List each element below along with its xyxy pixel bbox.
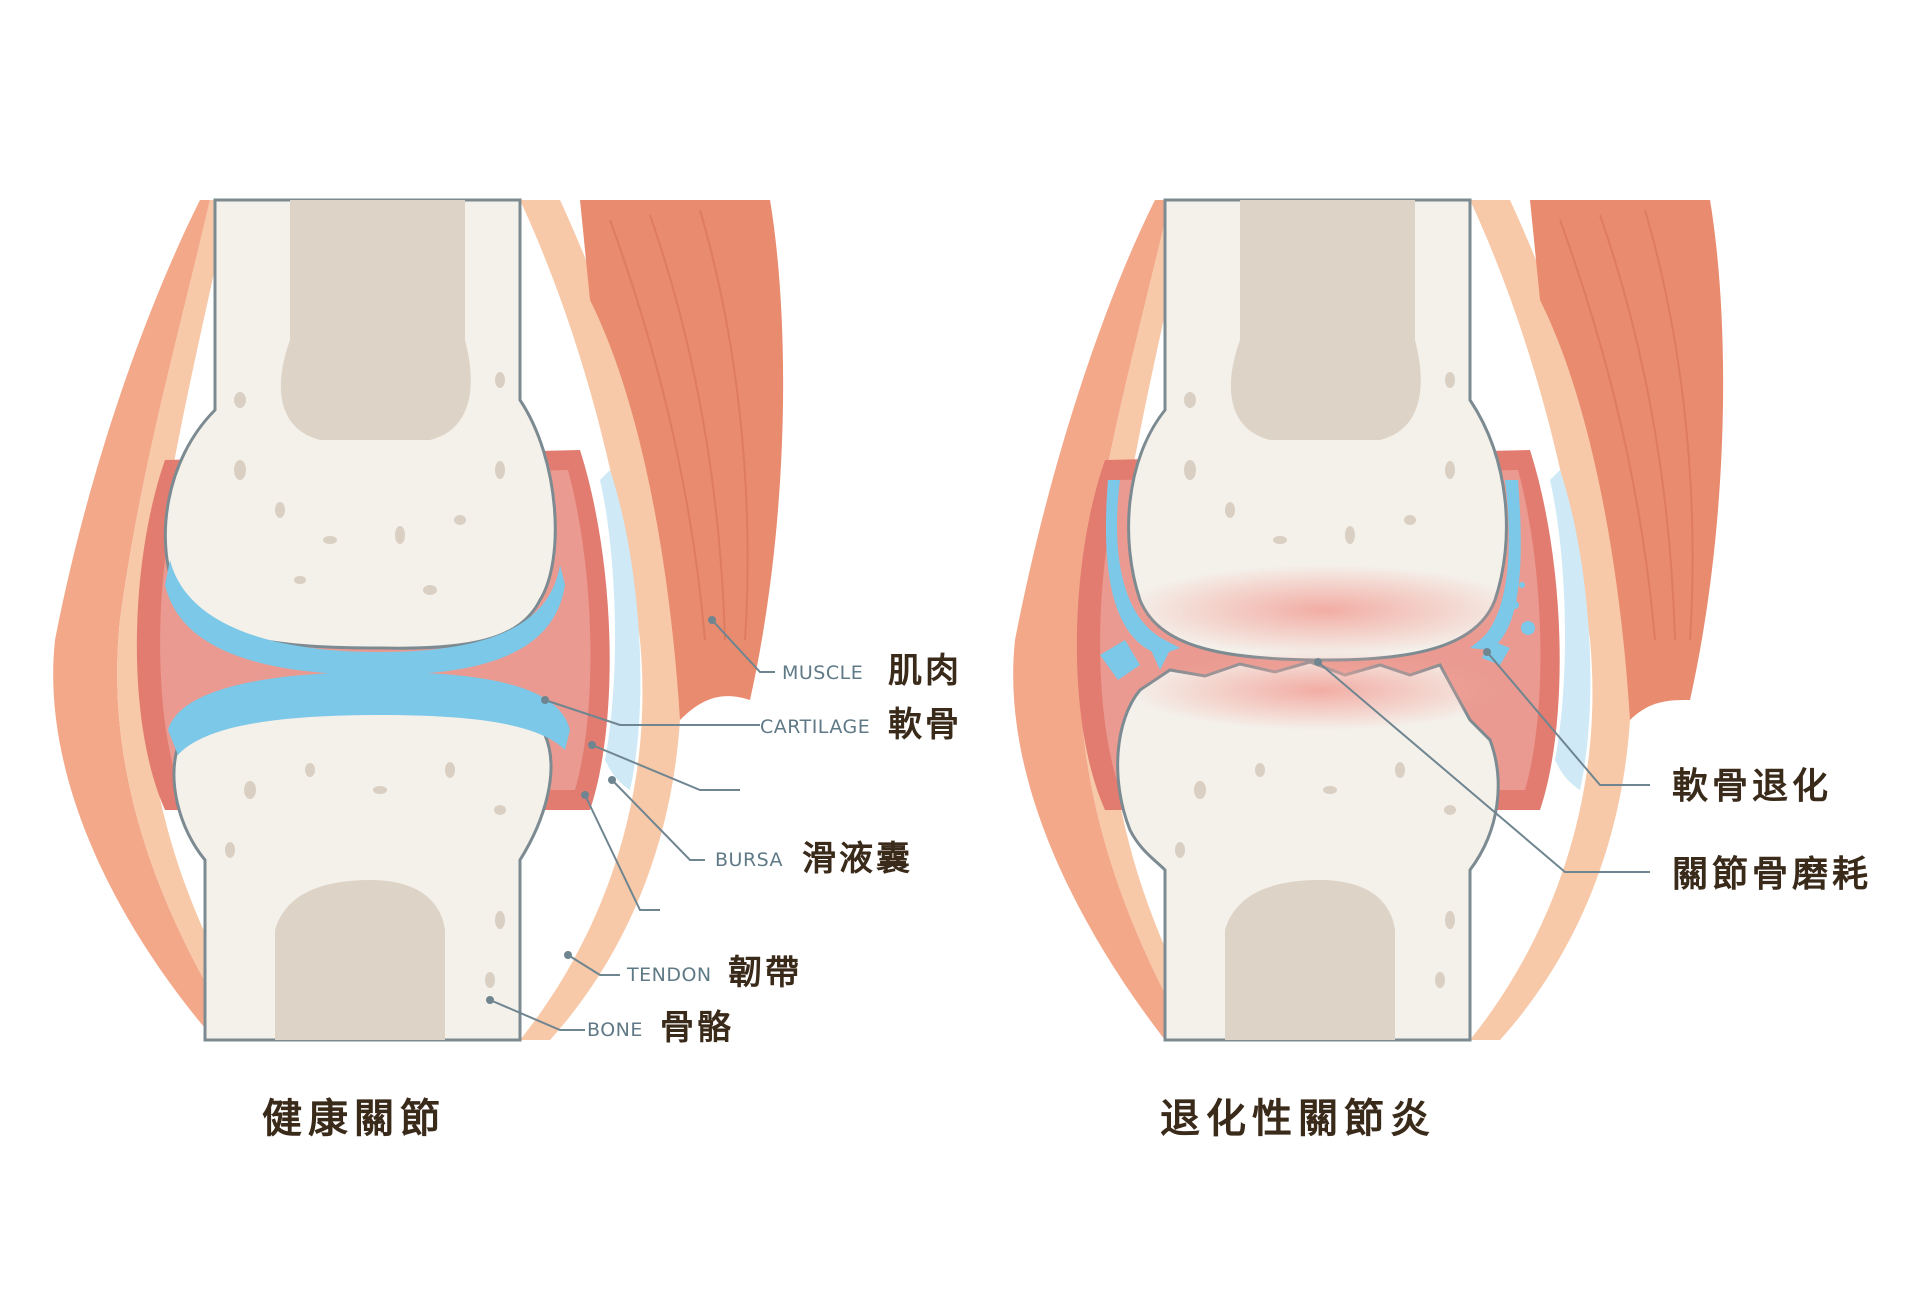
healthy-leaders (486, 616, 775, 1031)
label-cartilage-degeneration: 軟骨退化 (1672, 766, 1832, 807)
oa-bone-texture (1175, 372, 1456, 988)
oa-right-tendon (1470, 200, 1632, 1040)
oa-femur-marrow (1230, 200, 1421, 440)
oa-cartilage-fragments (1100, 582, 1535, 680)
label-cartilage-en: CARTILAGE (760, 716, 870, 738)
label-muscle-en: MUSCLE (782, 662, 863, 684)
label-bone-en: BONE (587, 1019, 643, 1041)
femur-marrow (280, 200, 471, 440)
oa-tibia-inflammation (1130, 650, 1510, 730)
oa-bursa (1550, 470, 1591, 790)
caption-healthy-joint: 健康關節 (262, 1096, 446, 1142)
oa-muscle-fibers (1559, 209, 1694, 641)
label-bone-zh: 骨骼 (660, 1008, 734, 1048)
oa-left-tendon-inner (1079, 200, 1212, 1040)
label-muscle-zh: 肌肉 (888, 651, 962, 691)
label-tendon-zh: 韌帶 (728, 953, 802, 993)
tibia-cartilage (168, 672, 570, 755)
oa-muscle (1530, 200, 1724, 720)
oa-thin-cartilage-right (1470, 480, 1521, 650)
oa-femur-inflammation (1125, 565, 1525, 655)
label-bursa-en: BURSA (715, 849, 783, 871)
caption-osteoarthritis: 退化性關節炎 (1160, 1096, 1436, 1142)
healthy-joint: MUSCLE 肌肉 CARTILAGE 軟骨 BURSA 滑液囊 TENDON … (53, 198, 962, 1142)
oa-left-tendon-sheath (1013, 200, 1190, 1040)
osteoarthritis-joint: 軟骨退化 關節骨磨耗 退化性關節炎 (1013, 198, 1872, 1142)
muscle (580, 200, 784, 720)
right-tendon (520, 200, 682, 1040)
bone-texture (225, 372, 506, 988)
left-tendon-inner (117, 200, 262, 1040)
femur-cartilage (165, 560, 565, 675)
muscle-fibers (609, 209, 749, 641)
left-tendon-sheath (53, 200, 240, 1040)
label-cartilage-zh: 軟骨 (888, 705, 962, 745)
tibia-marrow (275, 880, 445, 1040)
label-tendon-en: TENDON (626, 964, 712, 986)
label-bone-wear: 關節骨磨耗 (1672, 854, 1872, 895)
bursa (600, 470, 641, 790)
oa-thin-cartilage (1105, 480, 1180, 655)
label-bursa-zh: 滑液囊 (802, 839, 913, 879)
oa-leaders (1314, 648, 1650, 873)
oa-tibia-marrow (1225, 880, 1395, 1040)
